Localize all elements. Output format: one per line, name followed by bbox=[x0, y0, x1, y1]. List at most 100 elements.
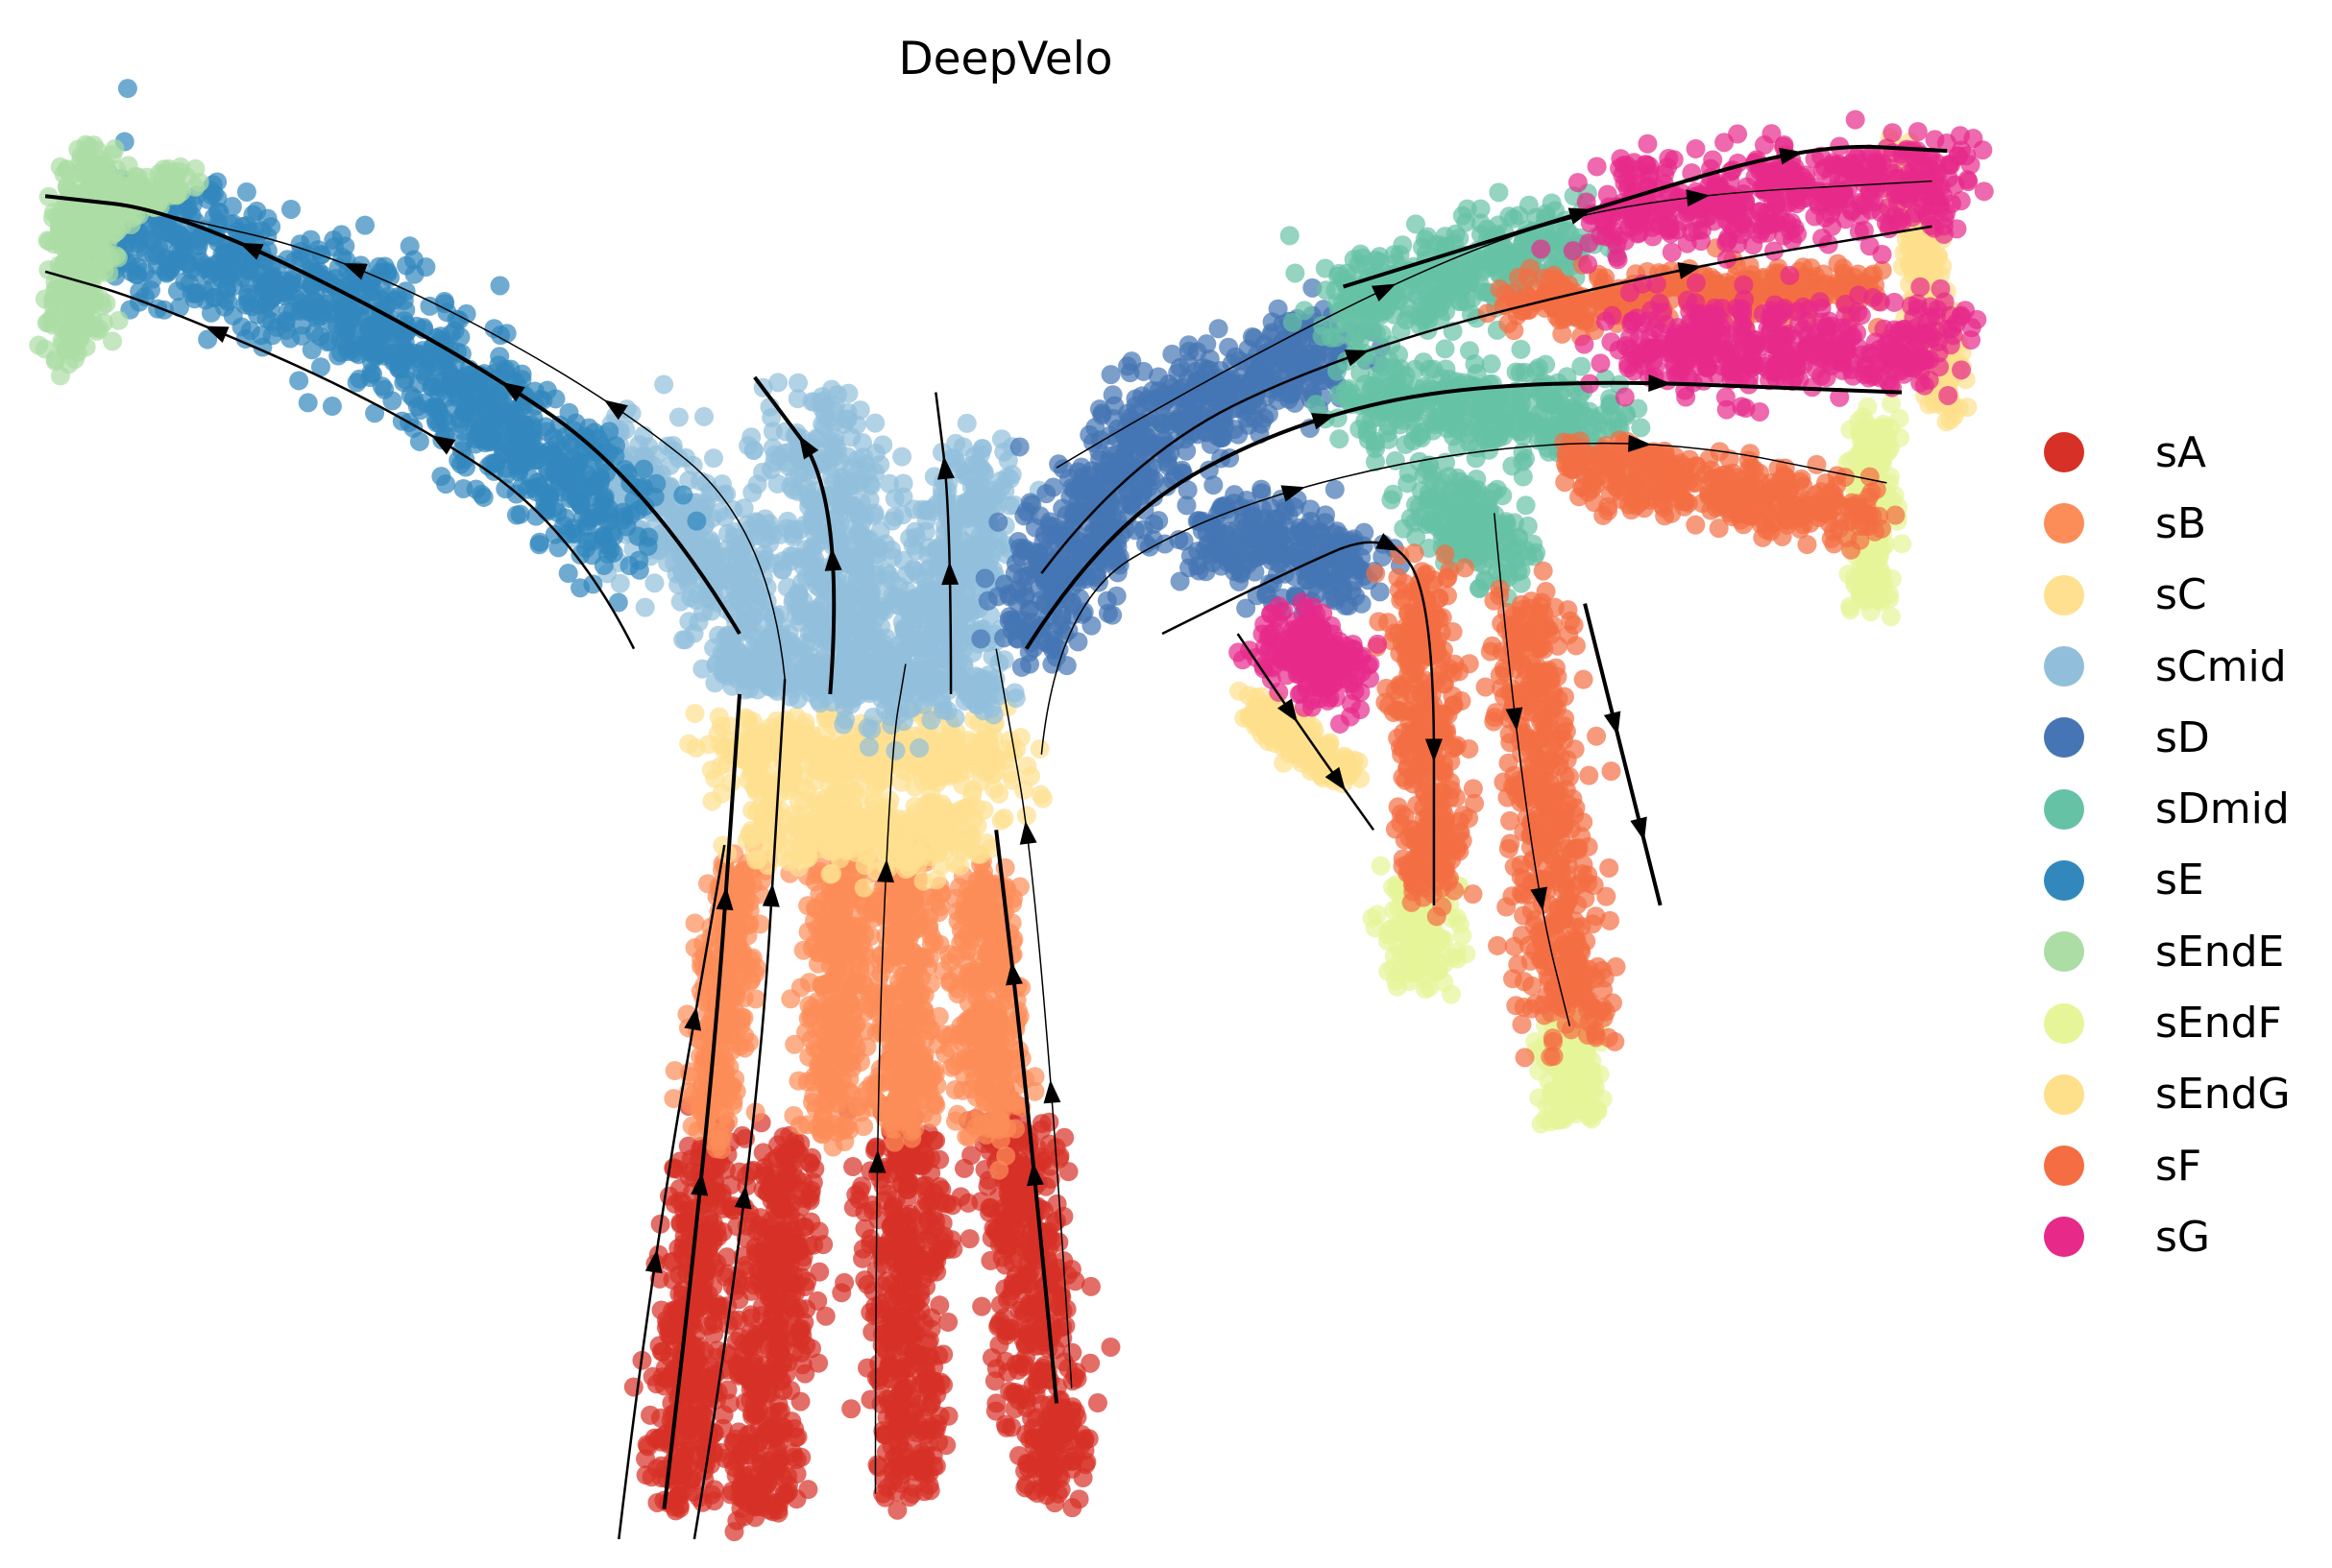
point-sCmid bbox=[781, 476, 801, 496]
point-sB bbox=[805, 934, 825, 954]
point-sA bbox=[886, 1359, 906, 1379]
point-sA bbox=[1045, 1339, 1065, 1360]
point-sB bbox=[745, 989, 765, 1009]
point-sA bbox=[764, 1224, 784, 1244]
point-sA bbox=[768, 1339, 789, 1360]
point-sCmid bbox=[777, 519, 797, 539]
point-sB bbox=[961, 1049, 982, 1070]
point-sCmid bbox=[812, 387, 832, 407]
point-sA bbox=[876, 1341, 896, 1362]
point-sB bbox=[976, 881, 996, 902]
point-sC bbox=[754, 773, 774, 793]
point-sC bbox=[1030, 738, 1050, 759]
point-sCmid bbox=[654, 374, 674, 395]
point-sB bbox=[996, 1146, 1016, 1166]
point-sC bbox=[955, 744, 975, 764]
point-sB bbox=[690, 1030, 710, 1050]
point-sA bbox=[704, 1423, 724, 1443]
point-sCmid bbox=[916, 511, 936, 531]
point-sA bbox=[1028, 1375, 1048, 1395]
point-sB bbox=[977, 1064, 997, 1084]
point-sB bbox=[815, 1120, 836, 1140]
point-sA bbox=[684, 1424, 704, 1444]
point-sA bbox=[786, 1428, 806, 1448]
point-sB bbox=[839, 1052, 860, 1073]
point-sC bbox=[858, 760, 878, 780]
point-sCmid bbox=[736, 571, 756, 591]
point-sA bbox=[772, 1170, 792, 1191]
point-sA bbox=[742, 1212, 763, 1232]
point-sB bbox=[899, 1047, 919, 1067]
point-sCmid bbox=[964, 494, 984, 514]
point-sB bbox=[945, 888, 965, 908]
point-sB bbox=[731, 952, 751, 972]
point-sA bbox=[808, 1291, 828, 1311]
point-sCmid bbox=[937, 588, 958, 608]
point-sC bbox=[927, 805, 947, 825]
point-sA bbox=[996, 1414, 1016, 1435]
point-sA bbox=[760, 1459, 780, 1479]
point-sB bbox=[902, 1122, 922, 1142]
point-sC bbox=[860, 821, 880, 841]
point-sB bbox=[725, 981, 745, 1001]
point-sA bbox=[697, 1315, 717, 1336]
point-sA bbox=[734, 1356, 754, 1376]
point-sB bbox=[1003, 1093, 1023, 1113]
point-sA bbox=[651, 1341, 671, 1362]
point-sA bbox=[980, 1202, 1000, 1222]
point-sB bbox=[959, 926, 979, 946]
point-sA bbox=[882, 1436, 902, 1457]
point-sA bbox=[786, 1139, 806, 1159]
point-sA bbox=[1000, 1287, 1020, 1307]
point-sB bbox=[834, 881, 854, 902]
point-sCmid bbox=[783, 546, 803, 567]
point-sB bbox=[784, 1105, 804, 1125]
point-sB bbox=[957, 1126, 977, 1146]
point-sB bbox=[905, 892, 925, 912]
point-sB bbox=[781, 989, 801, 1009]
point-sA bbox=[743, 1373, 764, 1393]
point-sC bbox=[956, 800, 976, 820]
point-sC bbox=[785, 736, 805, 756]
point-sCmid bbox=[706, 548, 726, 568]
point-sCmid bbox=[844, 496, 864, 517]
point-sCmid bbox=[873, 435, 893, 455]
point-sCmid bbox=[743, 607, 764, 627]
point-sC bbox=[846, 805, 866, 825]
point-sCmid bbox=[742, 482, 763, 502]
point-sA bbox=[695, 1452, 716, 1472]
point-sCmid bbox=[752, 549, 772, 569]
point-sB bbox=[844, 1016, 864, 1036]
point-sA bbox=[780, 1205, 800, 1225]
point-sCmid bbox=[802, 511, 822, 531]
point-sA bbox=[755, 1157, 775, 1177]
point-sA bbox=[1040, 1405, 1060, 1425]
point-sB bbox=[820, 975, 840, 995]
point-sC bbox=[1010, 728, 1031, 748]
scatter-points bbox=[29, 79, 1994, 1542]
point-sA bbox=[800, 1153, 820, 1173]
point-sA bbox=[758, 1319, 778, 1339]
point-sA bbox=[887, 1500, 908, 1520]
point-sCmid bbox=[853, 598, 873, 618]
point-sA bbox=[679, 1306, 699, 1326]
point-sB bbox=[903, 1066, 923, 1086]
point-sCmid bbox=[673, 630, 693, 650]
point-sA bbox=[1022, 1297, 1042, 1317]
point-sCmid bbox=[886, 740, 906, 760]
point-sA bbox=[738, 1434, 758, 1454]
point-sC bbox=[685, 703, 705, 723]
point-sB bbox=[691, 956, 711, 977]
point-sCmid bbox=[973, 476, 993, 496]
point-sA bbox=[768, 1297, 789, 1317]
point-sA bbox=[981, 1250, 1001, 1270]
point-sA bbox=[930, 1176, 950, 1196]
point-sA bbox=[911, 1282, 931, 1302]
point-sB bbox=[880, 1119, 900, 1139]
point-sA bbox=[801, 1212, 821, 1232]
point-sCmid bbox=[663, 435, 683, 455]
point-sA bbox=[670, 1151, 691, 1171]
point-sC bbox=[808, 814, 828, 834]
point-sA bbox=[1015, 1184, 1035, 1204]
